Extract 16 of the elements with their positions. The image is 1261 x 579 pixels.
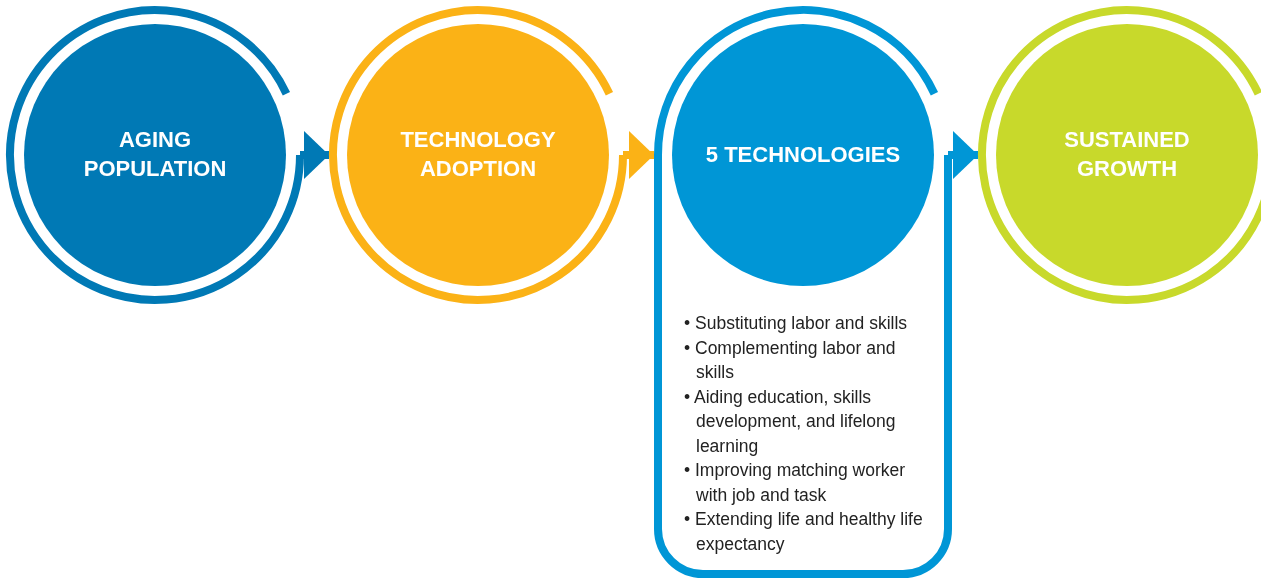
bullet-item: • Substituting labor and skills <box>684 312 909 335</box>
circle-title: AGING POPULATION <box>82 126 228 183</box>
bullet-item: • Complementing labor and skills <box>684 336 897 384</box>
arrow <box>623 131 654 179</box>
process-panel <box>654 6 952 578</box>
circle-title: 5 TECHNOLOGIES <box>704 140 902 169</box>
circle-title: TECHNOLOGY ADOPTION <box>399 126 557 183</box>
bullet-item: • Extending life and healthy life expectancy <box>684 508 924 556</box>
bullet-item: • Improving matching worker with job and task <box>684 459 907 507</box>
process-circle <box>978 6 1261 304</box>
arrow <box>948 131 978 179</box>
arrow <box>300 131 329 179</box>
circle-title: SUSTAINED GROWTH <box>1063 126 1191 183</box>
process-circle <box>329 6 627 304</box>
bullet-item: • Aiding education, skills development, and lifelong learning <box>684 385 897 458</box>
process-circle <box>6 6 304 304</box>
